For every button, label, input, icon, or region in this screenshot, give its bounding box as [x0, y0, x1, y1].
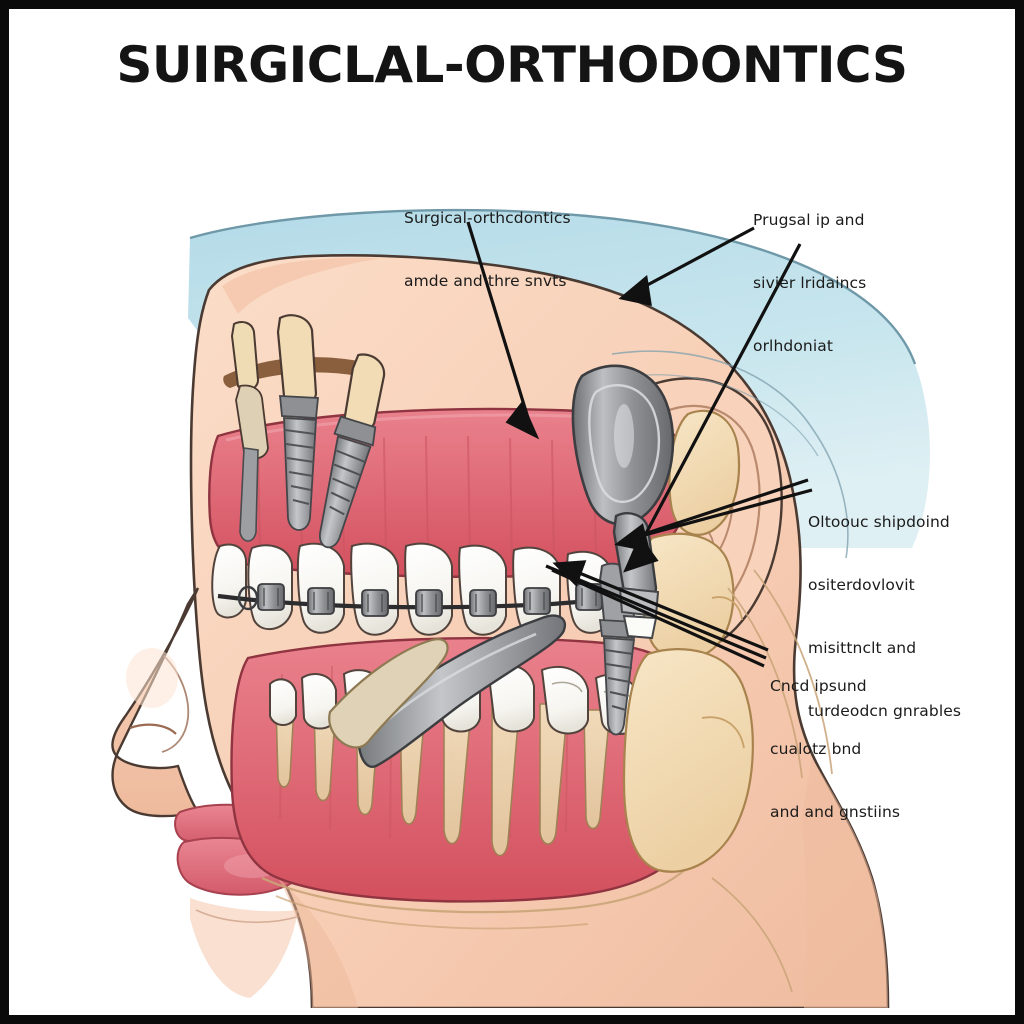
annotation-middle-right-line-4: turdeodcn gnrables	[808, 702, 962, 720]
annotation-lower-right-line-2: cualotz bnd	[770, 740, 862, 758]
medical-illustration	[111, 208, 930, 1008]
leader-lines	[466, 221, 813, 668]
chin	[190, 898, 298, 998]
annotation-lower-right-line-1: Cncd ipsund	[770, 677, 867, 695]
annotation-middle-right-line-1: Oltoouc shipdoind	[808, 513, 950, 531]
annotation-upper-left: Surgical-orthcdontics amde and thre snvt…	[404, 166, 571, 334]
nose	[111, 587, 200, 818]
implant-screw-1	[230, 321, 269, 542]
annotation-lower-right: Cncd ipsund cualotz bnd and and gnstiins	[770, 634, 900, 865]
tooth-roots	[275, 699, 611, 857]
leader-line-upper-right	[618, 226, 755, 307]
neck-shading	[802, 758, 888, 1008]
ramus-lower	[622, 647, 754, 873]
annotation-upper-right-line-2: sivier lridaincs	[753, 274, 867, 292]
leader-line-upper-left	[466, 221, 540, 440]
annotation-upper-left-line-2: amde and thre snvts	[404, 272, 567, 290]
dental-implant-screws	[230, 314, 386, 549]
annotation-upper-right: Prugsal ip and sivier lridaincs orlhdoni…	[753, 168, 866, 399]
implant-screw-2	[276, 314, 319, 531]
annotation-lower-right-line-3: and and gnstiins	[770, 803, 901, 821]
annotation-upper-right-line-1: Prugsal ip and	[753, 211, 865, 229]
annotation-upper-left-line-1: Surgical-orthcdontics	[404, 209, 571, 227]
leader-line-middle-right-2	[625, 488, 813, 542]
implant-screw-3	[319, 353, 386, 549]
annotation-middle-right-line-3: misittnclt and	[808, 639, 917, 657]
annotation-upper-right-line-3: orlhdoniat	[753, 337, 834, 355]
page-title: SUIRGICLAL-ORTHODONTICS	[116, 36, 908, 94]
surgical-retractor[interactable]	[328, 614, 567, 768]
leader-line-bottom	[551, 568, 765, 668]
annotation-middle-right-line-2: ositerdovlovit	[808, 576, 915, 594]
leader-line-bottom-right	[545, 564, 767, 660]
annotation-middle-right: Oltoouc shipdoind ositerdovlovit misittn…	[808, 470, 961, 764]
